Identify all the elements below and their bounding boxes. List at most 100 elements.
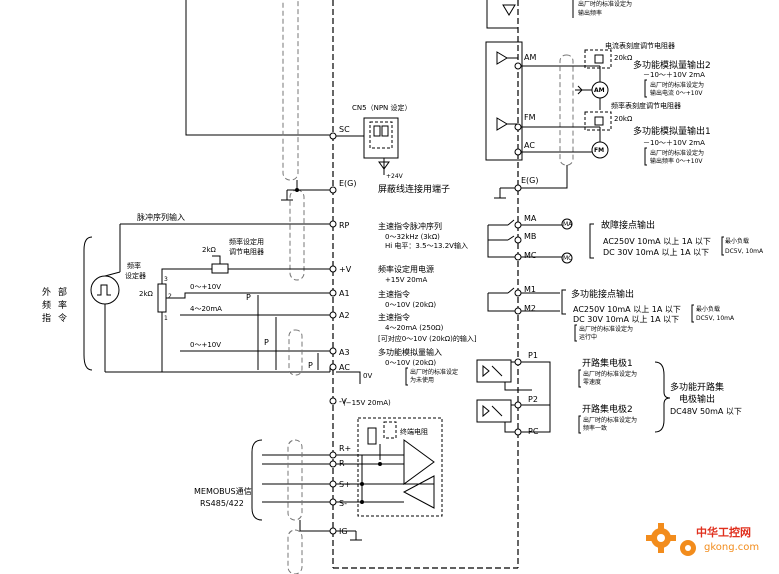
terminal-s-minus[interactable] xyxy=(329,498,337,506)
mc-coil xyxy=(561,252,573,264)
terminal-a2[interactable] xyxy=(329,311,337,319)
terminal-ac-left[interactable] xyxy=(329,363,337,371)
fm-adjust-res-box xyxy=(584,111,612,131)
terminal-sminus-label: S- xyxy=(339,499,347,508)
terminal-pc[interactable] xyxy=(514,428,522,436)
oc-group-spec: DC48V 50mA 以下 xyxy=(670,407,742,416)
terminal-fm-label: FM xyxy=(524,113,536,122)
terminal-p1[interactable] xyxy=(514,358,522,366)
memobus-label1: MEMOBUS通信 xyxy=(194,486,252,496)
memobus-block xyxy=(357,417,443,517)
terminal-sc-label: SC xyxy=(339,125,350,134)
terminal-eg-right[interactable] xyxy=(514,184,522,192)
memobus-label2: RS485/422 xyxy=(200,499,244,508)
analog-out2-note2: 输出电流 0～+10V xyxy=(650,89,703,97)
fm-res: 20kΩ xyxy=(614,115,633,123)
svg-text:率: 率 xyxy=(58,299,67,311)
watermark: 中华工控网 gkong.com xyxy=(646,523,759,556)
oc1-title: 开路集电极1 xyxy=(582,357,633,369)
oc-group-bracket xyxy=(654,361,671,433)
terminal-p2[interactable] xyxy=(514,401,522,409)
terminal-mc[interactable] xyxy=(514,253,522,261)
a3-range: 0～+10V xyxy=(190,341,221,349)
terminal-m2[interactable] xyxy=(514,307,522,315)
svg-text:2: 2 xyxy=(168,293,172,300)
p-label-1: P xyxy=(246,293,251,302)
terminal-m1-label: M1 xyxy=(524,285,536,294)
terminal-pv-label: +V xyxy=(339,265,352,274)
oc2-note2: 频率一致 xyxy=(583,424,607,432)
oc1-note2: 零速度 xyxy=(583,378,601,386)
fault-output-line1: AC250V 10mA 以上 1A 以下 xyxy=(603,237,711,246)
fm-meter-note: 频率表刻度调节电阻器 xyxy=(611,101,681,110)
rs485-rx-amp xyxy=(403,439,435,485)
a1-value: 0～10V (20kΩ) xyxy=(385,301,436,309)
pulse-source xyxy=(90,275,120,305)
svg-text:MA: MA xyxy=(563,221,573,228)
terminal-r-minus[interactable] xyxy=(329,460,337,468)
svg-text:3: 3 xyxy=(164,276,168,283)
terminal-a3-label: A3 xyxy=(339,348,350,357)
terminal-mc-label: MC xyxy=(524,251,537,260)
terminal-ma-label: MA xyxy=(524,214,537,223)
terminal-sc[interactable] xyxy=(329,132,337,140)
svg-text:部: 部 xyxy=(58,286,67,298)
oc2-title: 开路集电极2 xyxy=(582,403,633,415)
terminal-r-plus[interactable] xyxy=(329,451,337,459)
terminal-eg-left[interactable] xyxy=(329,186,337,194)
analog-out1-note2: 输出频率 0～+10V xyxy=(650,157,703,165)
terminal-ig[interactable] xyxy=(329,527,337,535)
terminal-a1[interactable] xyxy=(329,289,337,297)
cn5-switch-block[interactable] xyxy=(363,117,399,159)
svg-text:1: 1 xyxy=(164,315,168,322)
a2-title: 主速指令 xyxy=(378,312,410,322)
multi-relay-line1: AC250V 10mA 以上 1A 以下 xyxy=(573,305,681,314)
adjust-resistor xyxy=(211,263,229,274)
a3-value: 0～10V (20kΩ) xyxy=(385,359,436,367)
terminal-rp-label: RP xyxy=(339,221,350,230)
analog-out1-note1: 出厂时的标准设定为 xyxy=(650,149,704,157)
a2-alt: [可对应0～10V (20kΩ)的输入] xyxy=(378,334,477,343)
terminal-eg-left-label: E(G) xyxy=(339,179,357,188)
terminal-eg-right-label: E(G) xyxy=(521,176,539,185)
a2-value: 4～20mA (250Ω) xyxy=(385,324,444,332)
multi-min-load1: 最小负载 xyxy=(696,305,720,313)
terminal-ac-right[interactable] xyxy=(514,148,522,156)
cn5-24v: +24V xyxy=(386,173,404,180)
freq-setter-label1: 频率 xyxy=(127,261,141,270)
terminal-mv[interactable] xyxy=(329,397,337,405)
terminal-resistor xyxy=(367,427,377,445)
a1-title: 主速指令 xyxy=(378,289,410,299)
top-freq-note1: 出厂时的标准设定为 xyxy=(578,0,632,8)
p-label-2: P xyxy=(264,338,269,347)
terminal-a1-label: A1 xyxy=(339,289,350,298)
terminal-mb[interactable] xyxy=(514,236,522,244)
fault-output-line2: DC 30V 10mA 以上 1A 以下 xyxy=(603,248,709,257)
fm-meter-label: FM xyxy=(594,147,604,154)
rp-level: Hi 电平：3.5～13.2V输入 xyxy=(385,241,468,250)
watermark-cn: 中华工控网 xyxy=(696,525,751,539)
pv-value: +15V 20mA xyxy=(385,276,428,284)
memobus-bracket xyxy=(251,439,263,521)
terminal-ma[interactable] xyxy=(514,221,522,229)
a3-title: 多功能模拟量输入 xyxy=(378,347,442,357)
terminal-res-switch[interactable] xyxy=(383,421,397,439)
terminal-p1-label: P1 xyxy=(528,351,538,360)
adjust-res-note2: 调节电阻器 xyxy=(229,247,264,256)
terminal-am[interactable] xyxy=(514,62,522,70)
terminal-rp[interactable] xyxy=(329,220,337,228)
multi-relay-title: 多功能接点输出 xyxy=(571,288,634,300)
terminal-pv[interactable] xyxy=(329,265,337,273)
terminal-a3[interactable] xyxy=(329,347,337,355)
am-res: 20kΩ xyxy=(614,54,633,62)
terminal-m1[interactable] xyxy=(514,289,522,297)
terminal-a2-label: A2 xyxy=(339,311,350,320)
terminal-m2-label: M2 xyxy=(524,304,536,313)
fault-min-load2: DC5V, 10mA xyxy=(725,248,764,255)
analog-out1-title: 多功能模拟量输出1 xyxy=(633,125,711,137)
terminal-s-plus[interactable] xyxy=(329,480,337,488)
terminal-fm[interactable] xyxy=(514,123,522,131)
fm-adjust-resistor xyxy=(594,116,604,126)
mb-contact xyxy=(507,235,515,241)
